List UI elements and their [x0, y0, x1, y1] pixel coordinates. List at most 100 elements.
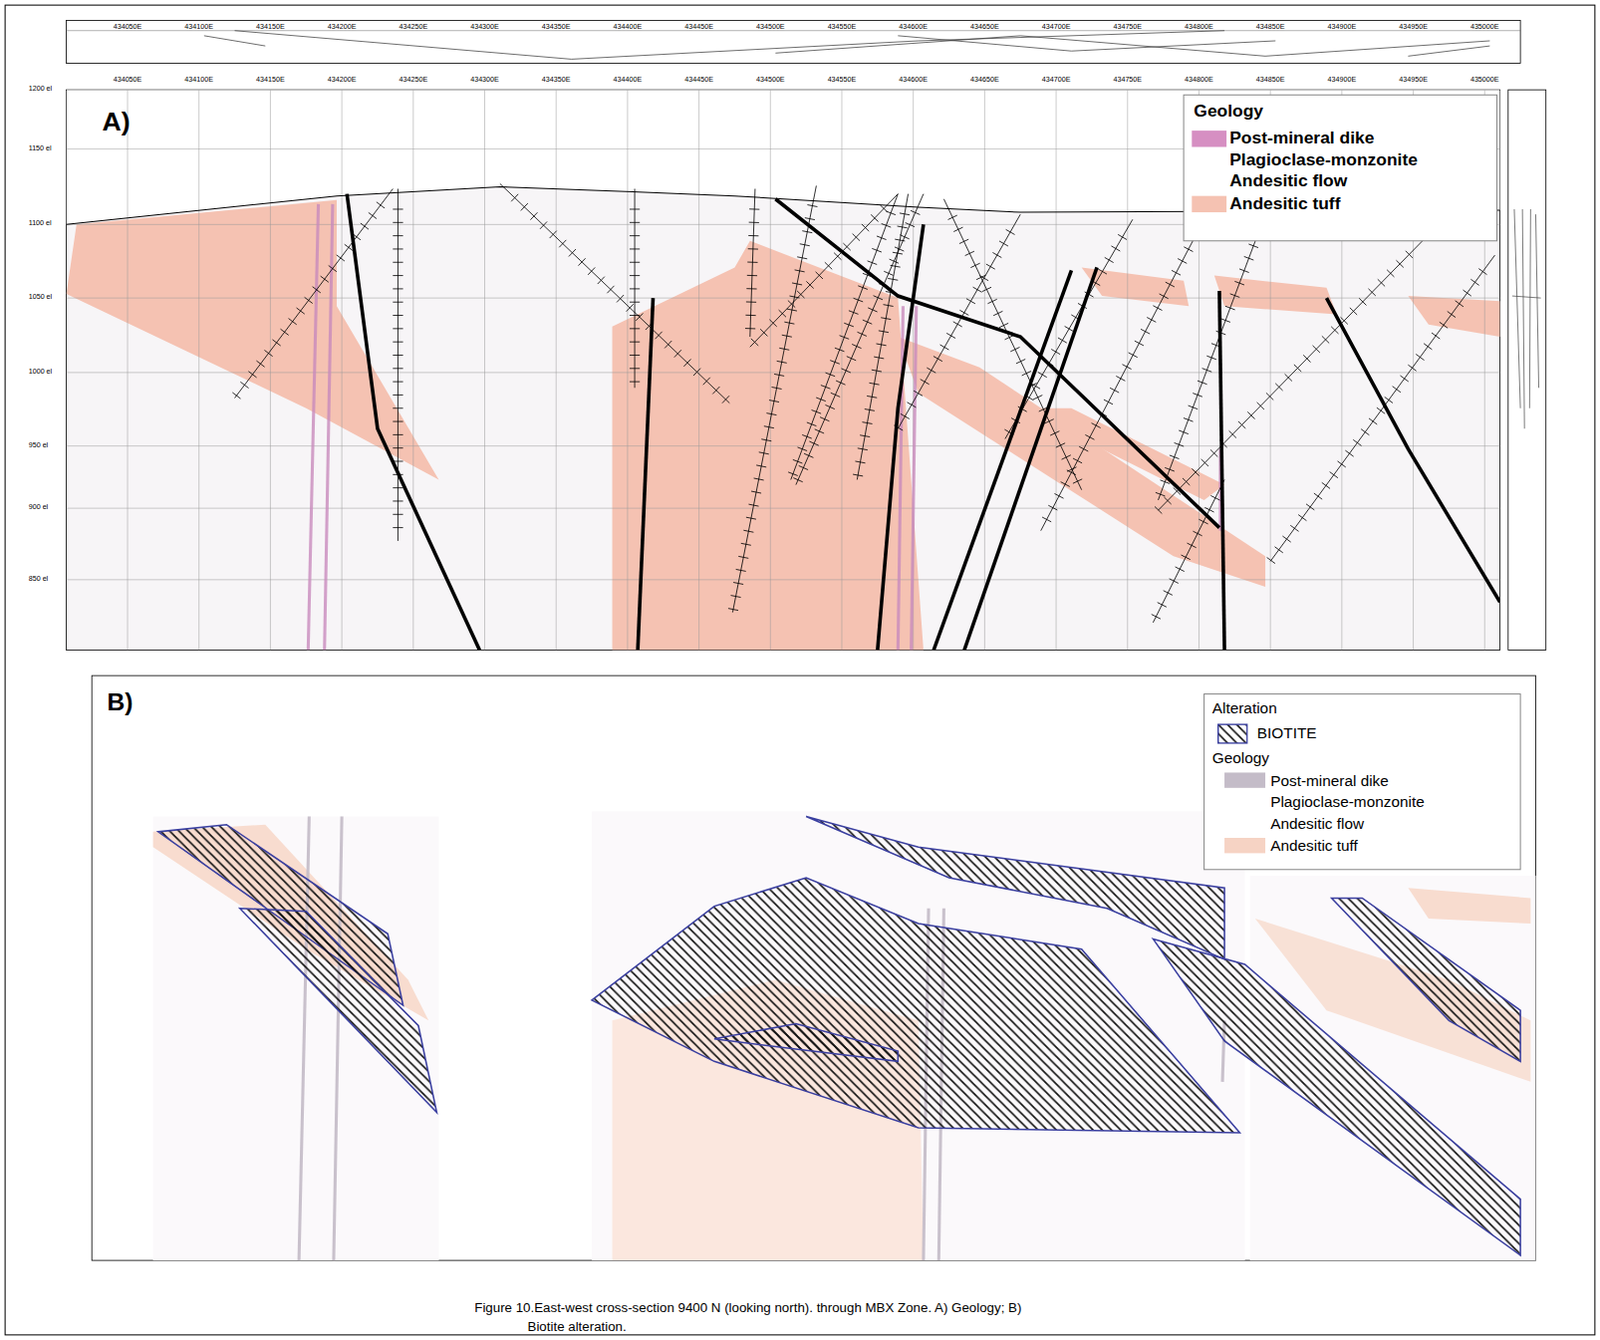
stroke	[1298, 515, 1307, 522]
stroke	[1182, 478, 1190, 486]
stroke	[248, 371, 257, 378]
stroke	[1104, 257, 1114, 263]
stroke	[907, 402, 917, 408]
stroke	[1160, 480, 1171, 485]
stroke	[629, 327, 640, 329]
stroke	[1110, 246, 1120, 252]
stroke	[893, 425, 903, 431]
stroke	[1051, 349, 1061, 355]
stroke	[751, 338, 759, 346]
easting-label: 434250E	[398, 22, 428, 31]
stroke	[66, 578, 1501, 580]
stroke	[859, 435, 870, 438]
stroke	[779, 347, 790, 350]
easting-label: 435000E	[1470, 22, 1500, 31]
stroke	[749, 208, 760, 210]
stroke	[777, 360, 788, 363]
stroke	[791, 194, 899, 481]
stroke	[328, 265, 337, 271]
stroke	[344, 244, 353, 251]
stroke	[738, 555, 749, 558]
stroke	[784, 321, 795, 324]
stroke	[629, 287, 640, 289]
stroke	[1097, 268, 1107, 274]
stroke	[1400, 375, 1409, 382]
stroke	[629, 381, 640, 383]
stroke	[852, 474, 863, 477]
stroke	[1294, 364, 1302, 372]
stroke	[743, 530, 754, 533]
stroke	[392, 287, 403, 289]
stroke	[1024, 395, 1034, 401]
stroke	[819, 417, 829, 422]
stroke	[788, 300, 796, 308]
stroke	[1146, 317, 1156, 323]
stroke	[764, 426, 775, 429]
stroke	[793, 478, 802, 483]
stroke	[1175, 566, 1185, 572]
stroke	[829, 360, 840, 365]
stroke	[880, 317, 891, 320]
stroke	[1275, 546, 1284, 553]
stroke	[811, 410, 822, 415]
stroke	[747, 262, 758, 264]
stroke	[1128, 352, 1138, 358]
stroke	[801, 434, 812, 439]
stroke	[795, 269, 805, 272]
stroke	[392, 341, 403, 343]
stroke	[1192, 531, 1202, 536]
easting-label: 434300E	[470, 22, 500, 31]
easting-label: 434800E	[1184, 75, 1214, 84]
stroke	[824, 262, 832, 269]
stroke	[1392, 386, 1401, 393]
stroke	[539, 221, 547, 229]
stroke	[1303, 354, 1311, 362]
stroke	[392, 367, 403, 369]
stroke	[1211, 343, 1222, 348]
stroke	[894, 239, 905, 242]
stroke	[770, 89, 772, 650]
stroke	[1039, 407, 1049, 412]
stroke	[746, 517, 757, 520]
stroke	[1202, 368, 1213, 373]
elevation-label: 850 el	[28, 574, 49, 583]
stroke	[843, 322, 854, 327]
stroke	[861, 224, 869, 232]
stroke	[1056, 443, 1066, 448]
elevation-label: 900 el	[28, 503, 49, 512]
stroke	[1183, 418, 1194, 423]
stroke	[1122, 364, 1132, 370]
stroke	[748, 504, 759, 507]
legend-swatch	[1191, 196, 1227, 213]
stroke	[1313, 345, 1321, 353]
legend-heading: Geology	[1212, 750, 1270, 768]
stroke	[288, 318, 297, 325]
stroke	[761, 439, 772, 442]
easting-label: 434350E	[541, 75, 571, 84]
stroke	[1070, 314, 1080, 320]
easting-label: 434450E	[684, 75, 714, 84]
stroke	[984, 89, 986, 650]
stroke	[392, 527, 403, 529]
stroke	[352, 234, 361, 241]
stroke	[606, 285, 614, 293]
stroke	[856, 194, 908, 481]
stroke	[814, 429, 824, 434]
stroke	[1206, 355, 1217, 360]
stroke	[645, 322, 653, 330]
stroke	[940, 344, 950, 350]
stroke	[933, 356, 943, 362]
stroke	[897, 214, 1021, 429]
stroke	[797, 257, 807, 260]
stroke	[1038, 372, 1048, 378]
stroke	[392, 274, 403, 276]
stroke	[1340, 316, 1348, 324]
stroke	[748, 235, 759, 237]
legend-text: Andesitic tuff	[1270, 837, 1358, 855]
stroke	[868, 382, 879, 385]
stroke	[839, 335, 850, 340]
stroke	[392, 222, 403, 224]
stroke	[876, 236, 887, 241]
stroke	[712, 386, 720, 394]
legend-swatch	[1224, 772, 1266, 788]
